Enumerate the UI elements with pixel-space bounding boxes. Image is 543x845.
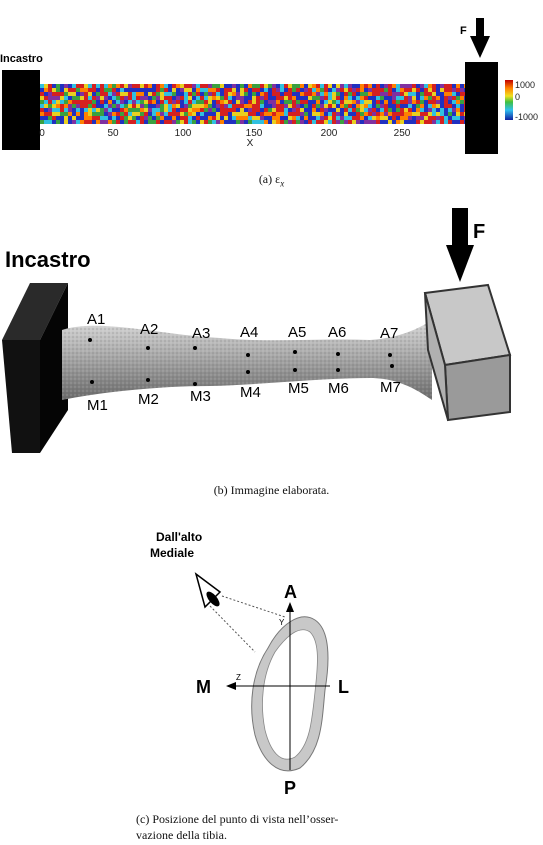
clamp-right-block [465,62,498,154]
axis-label-anterior: A [284,582,297,602]
axis-label-posterior: P [284,778,296,798]
panel-b-svg: Incastro F [2,208,512,453]
clamp-right-box [423,283,512,422]
viewpoint-label-line2: Mediale [150,546,194,560]
x-tick-150: 150 [246,128,263,139]
panel-b-figure: Incastro F [0,200,543,490]
axis-label-lateral: L [338,677,349,697]
x-tick-200: 200 [321,128,338,139]
x-tick-250: 250 [394,128,411,139]
point-label-m5: M5 [288,380,309,397]
x-tick-100: 100 [175,128,192,139]
panel-c-svg: Dall'alto Mediale A P M L Y Z [150,530,349,798]
caption-a: (a) εx [0,172,543,188]
point-label-a2: A2 [140,321,158,338]
axis-label-y: Y [279,618,285,627]
x-tick-50: 50 [107,128,119,139]
panel-c-figure: Dall'alto Mediale A P M L Y Z [0,515,543,805]
point-label-a4: A4 [240,324,258,341]
fixed-label-b: Incastro [5,247,91,272]
point-label-a1: A1 [87,311,105,328]
panel-a-figure: Incastro F 0 50 100 150 200 250 X [0,0,543,200]
caption-a-prefix: (a) [258,172,276,186]
caption-c: (c) Posizione del punto di vista nell’os… [136,811,416,843]
force-label: F [460,25,467,37]
point-label-a7: A7 [380,325,398,342]
clamp-left-block [2,70,40,150]
caption-c-line1: (c) Posizione del punto di vista nell’os… [136,812,339,826]
colorbar-tick-zero: 0 [515,92,520,102]
point-label-m2: M2 [138,391,159,408]
point-label-m1: M1 [87,397,108,414]
point-label-a6: A6 [328,324,346,341]
x-axis-title: X [247,138,254,149]
caption-a-symbol: ε [275,172,281,186]
point-label-a5: A5 [288,324,306,341]
viewpoint-cone-icon [194,572,222,609]
colorbar-tick-min: -1000 [515,112,538,122]
force-label-b: F [473,221,485,243]
axis-label-z: Z [236,673,241,682]
fixed-label: Incastro [0,53,43,65]
caption-a-subscript: x [280,178,285,189]
caption-c-line2: vazione della tibia. [136,828,227,842]
caption-b: (b) Immagine elaborata. [213,483,330,497]
tibia-bone [62,320,432,400]
viewpoint-label-line1: Dall'alto [156,530,202,544]
panel-a-svg: Incastro F 0 50 100 150 200 250 X [0,18,538,154]
point-label-a3: A3 [192,325,210,342]
colorbar [505,80,513,120]
point-label-m6: M6 [328,380,349,397]
point-label-m7: M7 [380,379,401,396]
clamp-left-3d [2,283,68,453]
x-tick-0: 0 [39,128,45,139]
force-arrow-b [446,208,474,282]
force-arrow [470,18,490,58]
axis-label-medial: M [196,677,211,697]
point-label-m3: M3 [190,388,211,405]
point-label-m4: M4 [240,384,261,401]
strain-field-map [40,84,468,124]
colorbar-tick-max: 1000 [515,80,535,90]
